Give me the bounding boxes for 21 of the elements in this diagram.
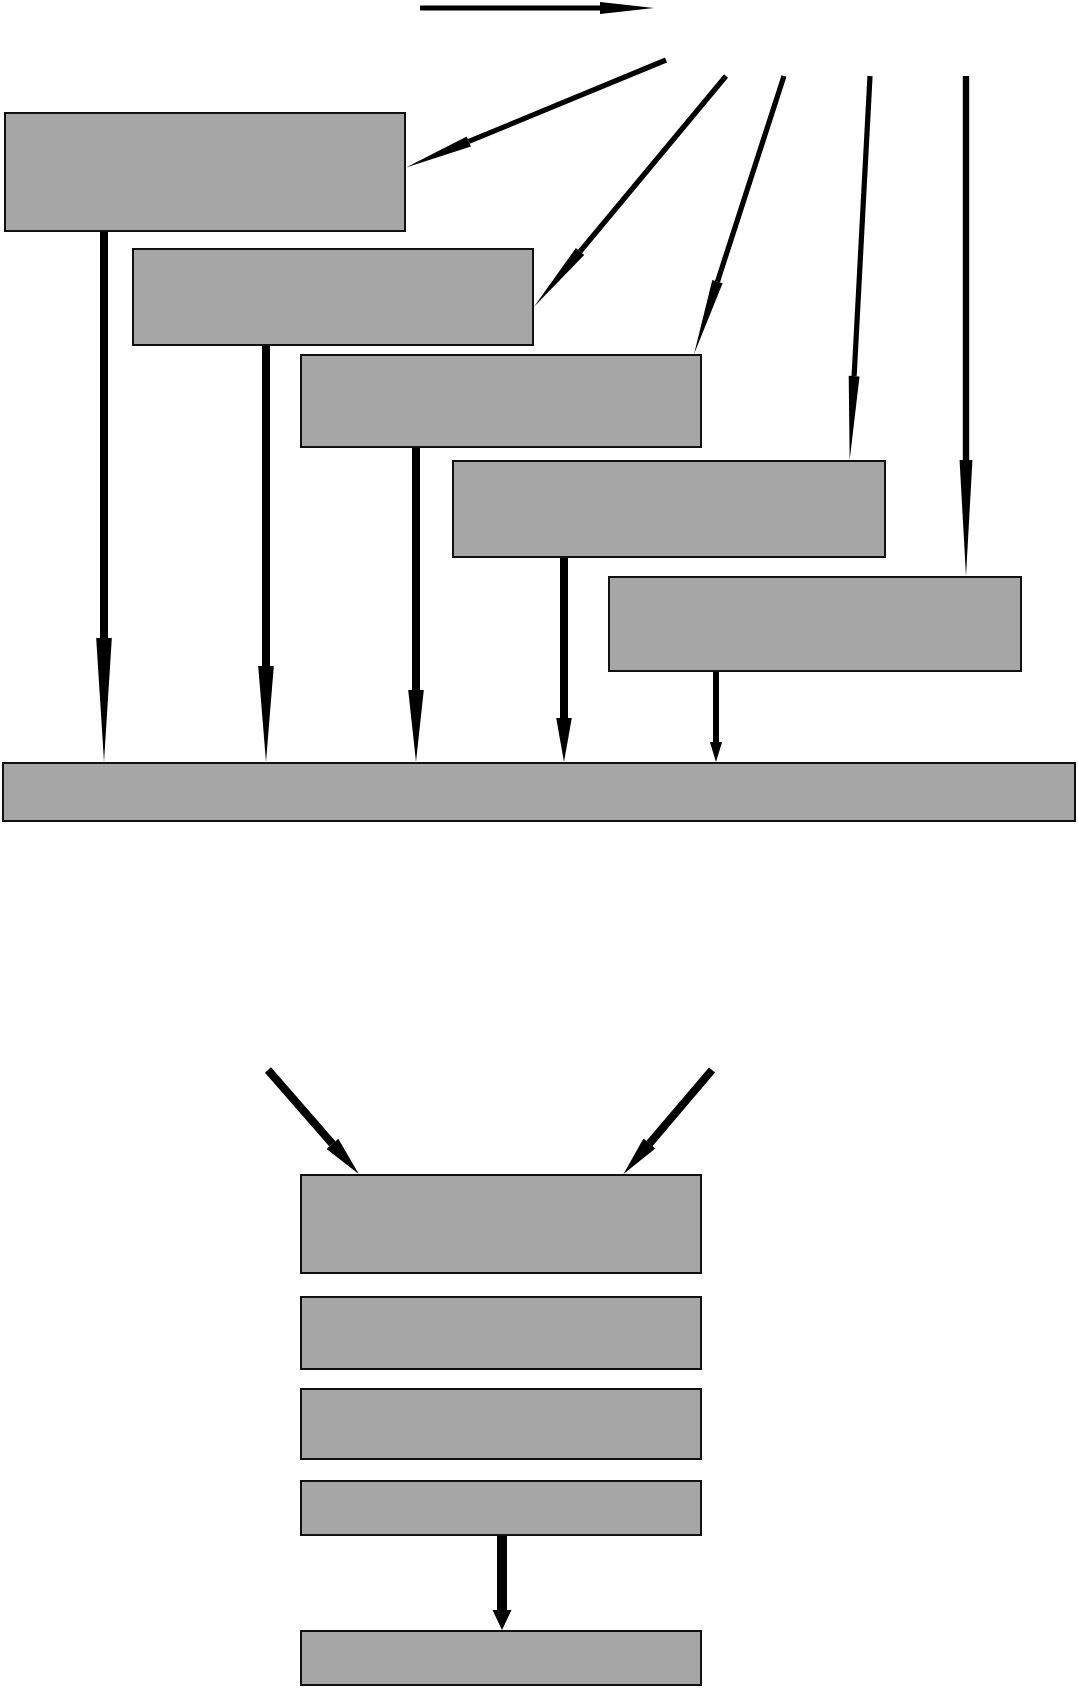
process-box — [300, 354, 702, 448]
arrow — [265, 1067, 359, 1174]
arrow — [694, 75, 787, 354]
arrow — [408, 448, 424, 762]
bar-shape — [2, 762, 1076, 822]
process-box — [608, 576, 1022, 672]
arrow — [492, 1536, 512, 1630]
arrow — [623, 1067, 716, 1174]
process-box — [300, 1296, 702, 1370]
process-box — [4, 112, 406, 232]
arrow — [709, 672, 723, 762]
arrow — [534, 74, 728, 307]
arrow — [406, 57, 667, 168]
process-box — [300, 1630, 702, 1686]
process-box — [300, 1388, 702, 1460]
process-box — [300, 1174, 702, 1274]
process-box — [132, 248, 534, 346]
arrow — [258, 346, 274, 762]
process-box — [452, 460, 886, 558]
process-box — [300, 1480, 702, 1536]
arrow — [556, 558, 572, 762]
